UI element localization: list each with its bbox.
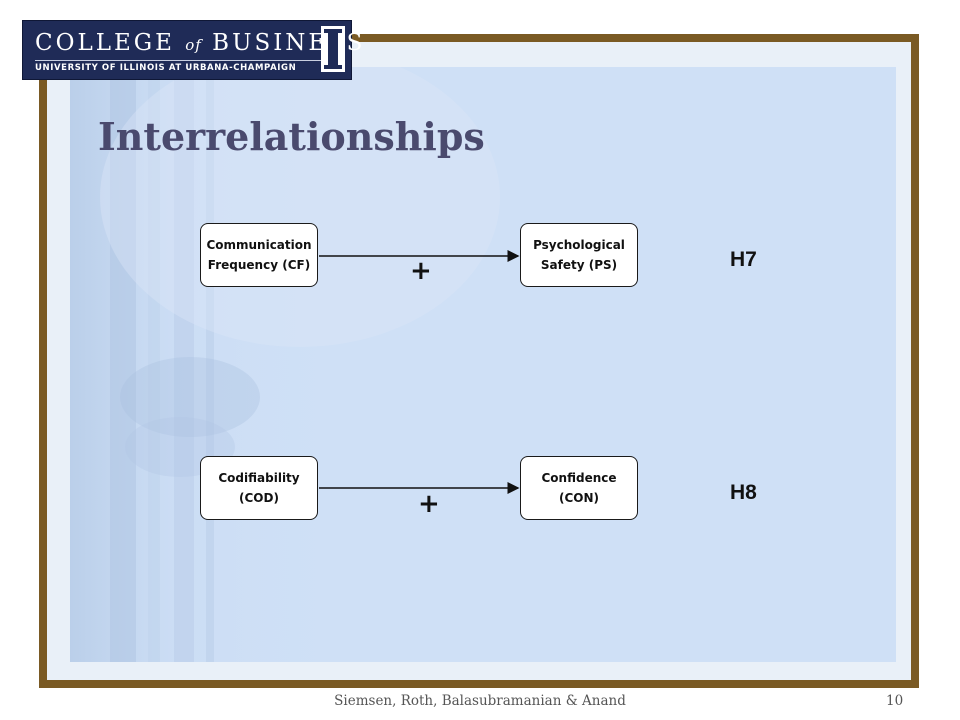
node-label-line1: Communication	[206, 238, 312, 252]
node-label-line1: Psychological	[533, 238, 625, 252]
node-psychological-safety: Psychological Safety (PS)	[520, 223, 638, 287]
footer-authors: Siemsen, Roth, Balasubramanian & Anand	[334, 693, 626, 709]
slide-frame-inner	[47, 42, 911, 680]
page-number: 10	[886, 693, 904, 709]
logo-university: UNIVERSITY OF ILLINOIS AT URBANA-CHAMPAI…	[35, 60, 325, 73]
node-label-line2: Safety (PS)	[540, 258, 618, 272]
positive-sign-h8: +	[418, 489, 440, 519]
column-background-decoration	[70, 67, 500, 662]
illinois-block-i-icon	[321, 26, 345, 72]
slide-panel	[70, 67, 896, 662]
node-label-line1: Confidence	[541, 471, 617, 485]
node-label-line2: (CON)	[558, 491, 599, 505]
college-of-business-logo: COLLEGE of BUSINESS UNIVERSITY OF ILLINO…	[22, 20, 362, 80]
node-confidence: Confidence (CON)	[520, 456, 638, 520]
node-communication-frequency: Communication Frequency (CF)	[200, 223, 318, 287]
node-codifiability: Codifiability (COD)	[200, 456, 318, 520]
logo-word-college: COLLEGE	[35, 30, 175, 56]
logo-title: COLLEGE of BUSINESS	[35, 30, 365, 56]
node-label-line2: Frequency (CF)	[207, 258, 311, 272]
node-label-line2: (COD)	[239, 491, 279, 505]
hypothesis-label-h8: H8	[730, 481, 757, 504]
slide-title: Interrelationships	[98, 114, 485, 159]
hypothesis-label-h7: H7	[730, 248, 757, 271]
node-label-line1: Codifiability	[218, 471, 300, 485]
slide-frame	[39, 34, 919, 688]
positive-sign-h7: +	[410, 256, 432, 286]
logo-word-of: of	[185, 36, 202, 54]
